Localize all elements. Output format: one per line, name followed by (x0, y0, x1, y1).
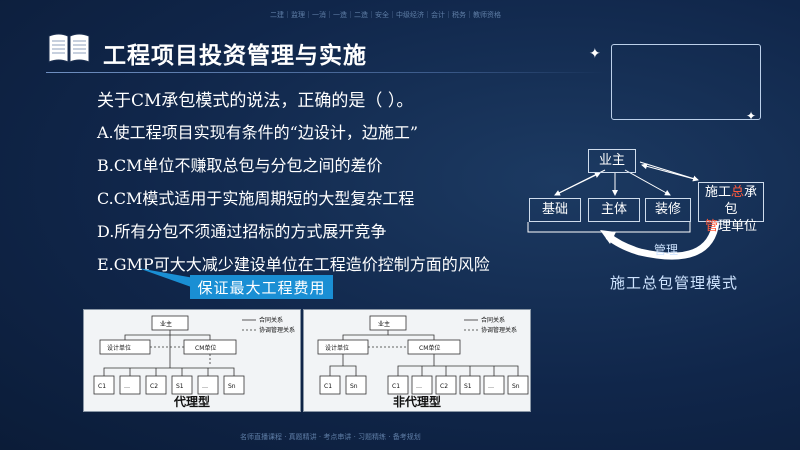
right-sub-4: … (416, 383, 422, 390)
left-owner-label: 业主 (160, 320, 172, 328)
gc-text-2: 总 (730, 185, 744, 200)
structure-box: 主体 (588, 198, 640, 222)
gc-text-5: 理单位 (718, 218, 758, 234)
option-c: C.CM模式适用于实施周期短的大型复杂工程 (97, 189, 415, 208)
callout-note: 保证最大工程费用 (190, 275, 333, 299)
decorative-frame (611, 44, 761, 120)
right-sub-5: C2 (440, 383, 448, 390)
contract-diagram-lines (527, 161, 720, 260)
foundation-box: 基础 (529, 198, 581, 222)
agency-cm-figure: 业主 设计单位 CM单位 合同关系 协调管理关系 C1 … C2 S1 … Sn… (83, 309, 301, 412)
option-e: E.GMP可大大减少建设单位在工程造价控制方面的风险 (97, 255, 490, 274)
right-owner-label: 业主 (378, 320, 390, 328)
right-legend-contract: 合同关系 (481, 316, 505, 324)
slide-title: 工程项目投资管理与实施 (103, 43, 367, 69)
left-legend-coordination: 协调管理关系 (259, 326, 295, 334)
non-agency-cm-caption: 非代理型 (392, 395, 441, 409)
right-sub-1: C1 (324, 383, 332, 390)
title-underline (46, 72, 606, 73)
manage-label: 管理 (654, 243, 679, 257)
right-sub-8: Sn (512, 383, 520, 390)
left-sub-3: C2 (150, 383, 158, 390)
non-agency-cm-figure: 业主 设计单位 CM单位 合同关系 协调管理关系 C1 Sn C1 … C2 S… (303, 309, 531, 412)
right-sub-7: … (488, 383, 494, 390)
right-legend-coordination: 协调管理关系 (481, 326, 517, 334)
left-sub-1: C1 (98, 383, 106, 390)
right-design-label: 设计单位 (325, 344, 349, 352)
left-sub-6: Sn (228, 383, 236, 390)
watermark-top: 二建｜监理｜一消｜一造｜二造｜安全｜中级经济｜会计｜税务｜教师资格 (270, 11, 501, 19)
option-d: D.所有分包不须通过招标的方式展开竞争 (97, 222, 387, 241)
gc-text-4: 管 (704, 218, 718, 234)
owner-box: 业主 (588, 149, 636, 173)
mode-caption: 施工总包管理模式 (610, 274, 739, 292)
right-sub-2: Sn (350, 383, 358, 390)
callout-pointer (138, 268, 194, 288)
right-sub-6: S1 (464, 383, 472, 390)
gc-text-3: 承包 (724, 185, 758, 217)
right-sub-3: C1 (392, 383, 400, 390)
decoration-box: 装修 (645, 198, 691, 222)
gc-text-1: 施工 (704, 185, 731, 200)
right-cm-label: CM单位 (419, 344, 440, 352)
option-a: A.使工程项目实现有条件的“边设计，边施工” (97, 123, 419, 142)
left-legend-contract: 合同关系 (259, 316, 283, 324)
question-text: 关于CM承包模式的说法，正确的是（ ）。 (97, 91, 414, 111)
option-b: B.CM单位不赚取总包与分包之间的差价 (97, 156, 383, 175)
non-agency-cm-lines: 业主 设计单位 CM单位 合同关系 协调管理关系 C1 Sn C1 … C2 S… (317, 315, 529, 395)
general-contractor-box: 施工总承包 管理单位 (698, 182, 764, 234)
left-design-label: 设计单位 (107, 344, 131, 352)
watermark-bottom: 名师直播课程 · 真题精讲 · 考点串讲 · 习题精练 · 备考规划 (240, 433, 421, 441)
agency-cm-caption: 代理型 (173, 395, 210, 409)
book-icon (48, 33, 90, 63)
agency-cm-lines: 业主 设计单位 CM单位 合同关系 协调管理关系 C1 … C2 S1 … Sn (93, 315, 295, 395)
sparkle-icon: ✦ (746, 109, 757, 123)
left-cm-label: CM单位 (195, 344, 216, 352)
left-sub-2: … (124, 383, 130, 390)
sparkle-icon: ✦ (589, 46, 601, 62)
left-sub-5: … (202, 383, 208, 390)
left-sub-4: S1 (176, 383, 184, 390)
